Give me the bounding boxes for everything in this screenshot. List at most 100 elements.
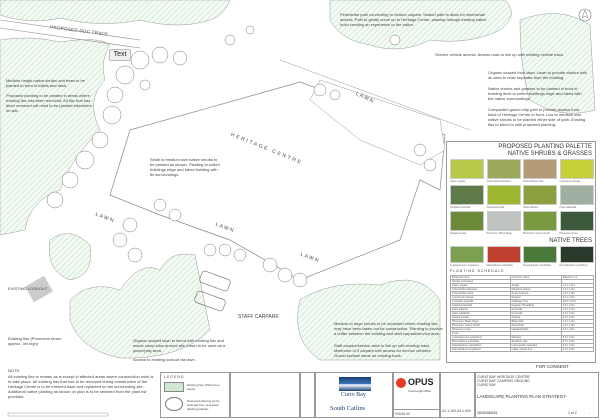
plant-caption: Olearia lineata [450, 232, 467, 235]
note-organic-lawn: Organic shaped lawn to blend with existi… [133, 338, 226, 353]
table-cell: Dracophyllum longifolium [450, 347, 511, 352]
note-native-shrubs: Native shrubs and grasses to be planted … [488, 86, 582, 101]
staff-carpark-label: STAFF CARPARK [238, 314, 279, 320]
table-cell: 4.0 x 2.0m [560, 347, 595, 352]
tree-caption: Dracophyllum longifolium [559, 264, 588, 267]
plant-photo [523, 211, 557, 231]
scale-bar [7, 412, 109, 417]
revision-number: - [589, 411, 591, 415]
tree-photo [486, 246, 521, 263]
flax-area-bottom [69, 253, 211, 359]
flax-area-left [0, 37, 111, 236]
plant-photo [450, 185, 484, 205]
text-button[interactable]: Text [109, 49, 131, 61]
tree-symbol [423, 158, 437, 172]
note-proposed-flax: Proposed planting to be planted in areas… [6, 93, 92, 113]
tree-symbol [75, 150, 95, 170]
plant-caption: Griselinia lucida [486, 206, 505, 209]
tree-symbol [106, 86, 124, 104]
tree-symbol [153, 198, 167, 212]
opus-cell: OPUS Invercargill Office V0040.00 [393, 372, 440, 418]
project-line: CURIO BAY HERITAGE CENTRE [477, 375, 530, 379]
plant-caption: Chionochloa flavicans [486, 180, 511, 183]
logo-cell: Curio Bay South Catlins [315, 372, 393, 418]
note-pedestrian-path: Pedestrian path connecting to visitors c… [340, 12, 487, 27]
plant-caption: Phormium 'Green Dwarf' [523, 232, 551, 235]
tree-symbol [151, 46, 169, 64]
opus-logo-icon [396, 378, 406, 388]
note-title: NOTE: [8, 368, 21, 373]
plant-photo [486, 185, 521, 205]
plant-caption: Hebe elliptica [523, 206, 539, 209]
plant-caption: Hebe salicifolia [559, 206, 577, 209]
note-buffer-planting: Medium to large shrubs to be replanted w… [334, 321, 443, 336]
palette-subtitle: NATIVE SHRUBS & GRASSES [507, 151, 592, 157]
plant-photo [523, 185, 557, 205]
plant-photo [450, 211, 484, 231]
tree-symbol [262, 257, 278, 273]
note-gravel-path: Compacted gravel chip path to provide ac… [488, 107, 586, 127]
tree-symbol [61, 171, 79, 189]
plant-caption: Coprosma robusta [559, 180, 581, 183]
tree-symbol [292, 272, 308, 288]
plant-photo [559, 185, 594, 205]
note-access-lookout: Access to existing lookout via lawn. [133, 357, 196, 362]
project-cell [475, 372, 599, 418]
tree-symbol [127, 247, 143, 263]
revision-table [230, 372, 300, 418]
plant-photo [559, 211, 594, 231]
plant-photo [486, 211, 521, 231]
revision-column [300, 372, 315, 418]
plant-photo [523, 159, 557, 179]
scale-value: A1 1:100 A3 1:400 [442, 409, 471, 413]
drawing-title: LANDSCAPE PLANTING PLAN STRATEGY [477, 394, 567, 399]
palette-title: PROPOSED PLANTING PALETTE [498, 144, 592, 150]
legend: LEGEND Existing Flax (Phormium tenax) Pr… [160, 372, 230, 418]
tree-symbol [112, 232, 128, 248]
scale-cell: A1 1:100 A3 1:400 [440, 372, 475, 418]
tree-symbol [122, 217, 138, 233]
tree-symbol [277, 267, 293, 283]
note-organic-front-lawn: Organic shaped front lawn. Lawn to provi… [488, 70, 587, 80]
plant-caption: Chionochloa rubra [523, 180, 544, 183]
table-cell: Inaka / Grass tree [509, 347, 562, 352]
tree-symbol [245, 25, 255, 35]
south-catlins-logo-text: South Catlins [330, 405, 366, 412]
plant-caption: Phormium tenax [559, 232, 578, 235]
office-label: Invercargill Office [408, 389, 432, 393]
project-lines: CURIO BAY HERITAGE CENTRE CURIO BAY CAMP… [477, 375, 530, 387]
flax-area-right [519, 13, 596, 114]
tree-caption: Leptospermum scoparium [450, 264, 479, 267]
tree-symbol [224, 34, 236, 46]
plant-photo [450, 159, 484, 179]
north-arrow-icon [578, 8, 592, 22]
flax-area-top-right [329, 0, 512, 50]
tree-symbol [139, 79, 151, 91]
drawing-number: 28/09/065/34 [477, 411, 498, 415]
for-consent-label: FOR CONSENT [536, 364, 569, 369]
native-trees-title: NATIVE TREES [549, 238, 592, 244]
flax-swatch [164, 382, 184, 392]
front-lawn [309, 79, 446, 166]
tree-symbol [389, 34, 401, 46]
tree-photo [523, 246, 557, 263]
tree-symbol [130, 50, 150, 70]
curio-bay-logo [339, 377, 371, 391]
note-body: All existing flax to remain as is except… [8, 374, 154, 399]
schedule-title: PLANTING SCHEDULE [450, 269, 505, 273]
project-line: CURIO BAY CAMPING GROUND [477, 379, 530, 383]
plant-caption: Cordyline australis [450, 206, 471, 209]
plant-caption: Phormium 'Black Rage' [486, 232, 513, 235]
car-1 [199, 270, 231, 292]
tree-symbol-icon [165, 397, 183, 411]
